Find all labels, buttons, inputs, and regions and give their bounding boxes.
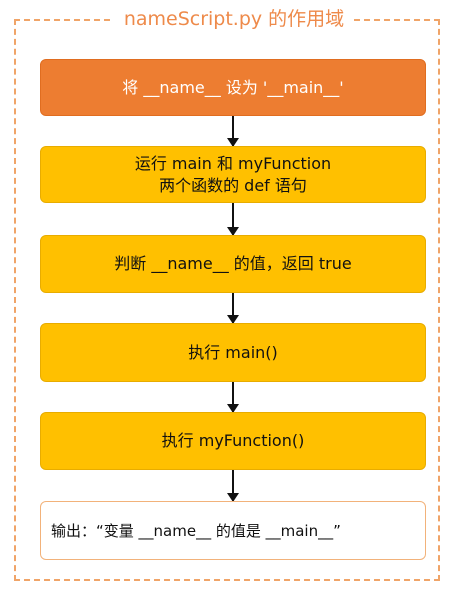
step-run-defs-line2: 两个函数的 def 语句 xyxy=(159,175,307,195)
arrow-3 xyxy=(227,293,239,324)
arrow-1 xyxy=(227,116,239,147)
step-exec-main-text: 执行 main() xyxy=(188,342,278,362)
step-set-name: 将 __name__ 设为 '__main__' xyxy=(40,59,426,116)
arrow-4 xyxy=(227,382,239,413)
step-check-name-text: 判断 __name__ 的值，返回 true xyxy=(114,254,352,273)
step-run-defs-line1: 运行 main 和 myFunction xyxy=(134,153,332,173)
step-exec-myfunction: 执行 myFunction() xyxy=(40,412,426,470)
scope-title: nameScript.py 的作用域 xyxy=(0,6,468,32)
step-set-name-text: 将 __name__ 设为 '__main__' xyxy=(122,77,344,97)
step-output-text: 输出：“变量 __name__ 的值是 __main__” xyxy=(51,521,341,540)
step-output: 输出：“变量 __name__ 的值是 __main__” xyxy=(40,501,426,560)
step-exec-myfunction-text: 执行 myFunction() xyxy=(161,431,305,450)
step-check-name: 判断 __name__ 的值，返回 true xyxy=(40,235,426,293)
scope-title-text: nameScript.py 的作用域 xyxy=(113,8,355,30)
step-run-defs: 运行 main 和 myFunction 两个函数的 def 语句 xyxy=(40,146,426,203)
arrow-2 xyxy=(227,203,239,236)
arrow-5 xyxy=(227,470,239,502)
step-exec-main: 执行 main() xyxy=(40,323,426,382)
